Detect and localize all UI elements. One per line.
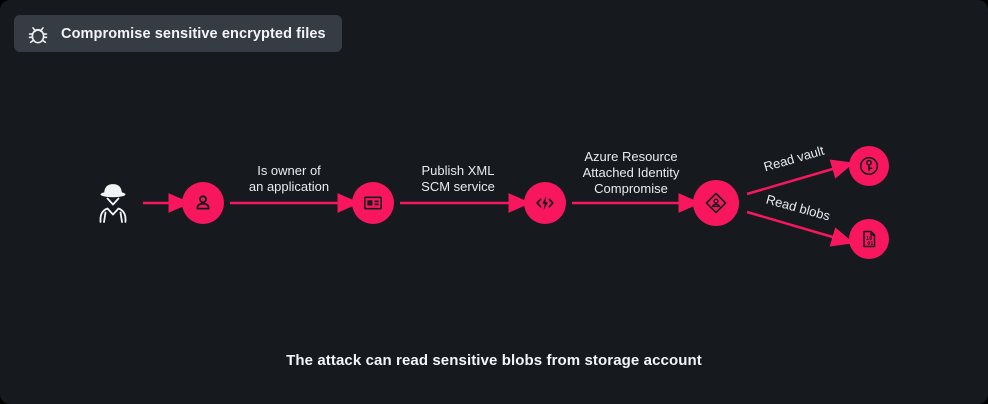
node-vault[interactable]: [849, 146, 889, 186]
edge-label-publish-line1: Publish XML: [421, 163, 495, 178]
vault-key-icon: [859, 156, 879, 176]
attacker-node[interactable]: [93, 181, 133, 225]
node-attached-identity[interactable]: [693, 180, 739, 226]
node-scm-service[interactable]: [524, 182, 566, 224]
code-lightning-icon: [536, 196, 554, 210]
diagram-caption: The attack can read sensitive blobs from…: [286, 352, 702, 369]
attack-title-label: Compromise sensitive encrypted files: [61, 25, 326, 42]
edge-label-read-blobs: Read blobs: [764, 191, 832, 224]
edge-label-publish: Publish XML SCM service: [378, 163, 538, 195]
identity-diamond-icon: [705, 192, 727, 214]
edge-label-read-vault: Read vault: [761, 142, 826, 175]
user-icon: [196, 195, 210, 210]
edge-label-azure-line1: Azure Resource: [584, 149, 678, 164]
edge-label-azure-line2: Attached Identity: [582, 165, 680, 180]
hacker-icon: [99, 184, 127, 223]
node-blobs[interactable]: 10 01: [849, 219, 889, 259]
edge-label-azure-line3: Compromise: [594, 181, 668, 196]
edge-label-owner-line2: an application: [248, 179, 330, 194]
node-user[interactable]: [182, 182, 224, 224]
binary-text-bottom: 01: [867, 241, 873, 247]
node-application[interactable]: [352, 182, 394, 224]
edge-label-azure: Azure Resource Attached Identity Comprom…: [551, 149, 711, 197]
attack-title-chip[interactable]: Compromise sensitive encrypted files: [14, 15, 342, 52]
edge-label-owner-line1: Is owner of: [257, 163, 321, 178]
edge-label-owner: Is owner of an application: [209, 163, 369, 195]
edge-label-publish-line2: SCM service: [421, 179, 495, 194]
bug-icon: [28, 26, 48, 43]
application-icon: [363, 196, 382, 210]
binary-text-top: 10: [866, 236, 872, 242]
binary-file-icon: 10 01: [863, 230, 876, 248]
